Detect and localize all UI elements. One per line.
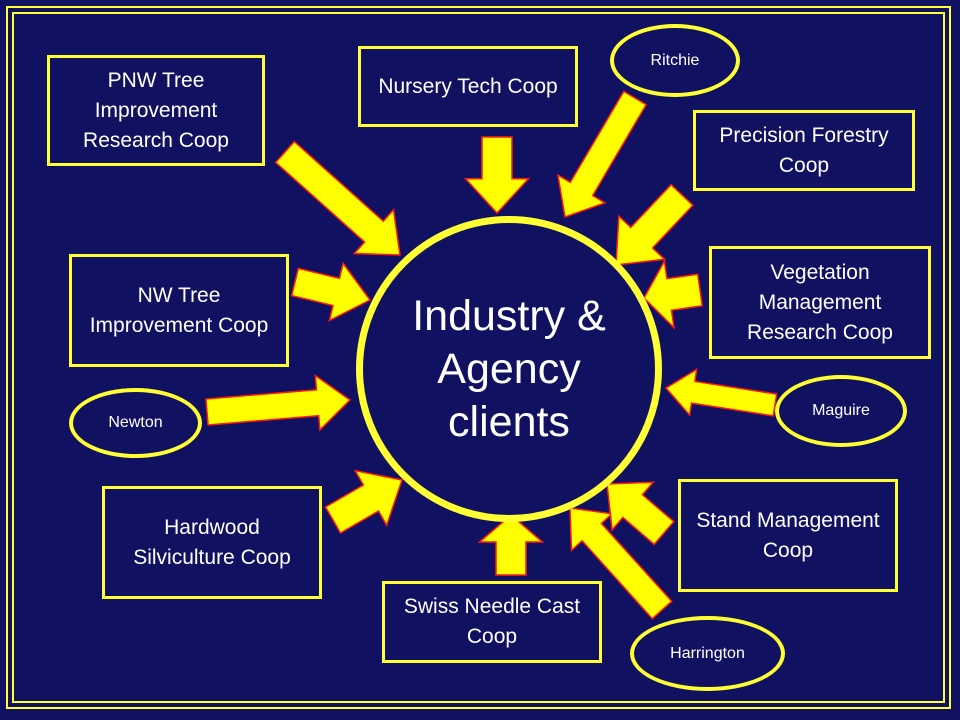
slide-frame-inner bbox=[12, 12, 945, 703]
newton-label: Newton bbox=[108, 414, 163, 431]
swiss-needle-cast-label: Swiss Needle Cast Coop bbox=[403, 595, 581, 648]
maguire-oval: Maguire bbox=[775, 375, 907, 447]
ritchie-oval: Ritchie bbox=[610, 24, 740, 97]
pnw-arrow bbox=[274, 140, 401, 256]
ritchie-arrow bbox=[556, 90, 648, 219]
harrington-oval: Harrington bbox=[630, 616, 785, 691]
ritchie-label: Ritchie bbox=[650, 51, 700, 69]
nw-tree-improvement-box: NW Tree Improvement Coop bbox=[69, 254, 289, 367]
nw-tree-improvement-label: NW Tree Improvement Coop bbox=[89, 283, 269, 337]
pnw-tree-improvement-label: PNW Tree Improvement Research Coop bbox=[83, 68, 229, 152]
stand-management-label: Stand Management Coop bbox=[696, 508, 880, 562]
industry-agency-clients-label: Industry & Agency clients bbox=[412, 291, 606, 446]
vegetation-management-label: Vegetation Management Research Coop bbox=[747, 260, 893, 344]
nursery-tech-box: Nursery Tech Coop bbox=[358, 46, 578, 127]
stand-arrow bbox=[606, 481, 675, 546]
harrington-arrow bbox=[569, 507, 673, 620]
nursery-tech-label: Nursery Tech Coop bbox=[378, 74, 558, 98]
maguire-arrow bbox=[664, 367, 778, 417]
precision-arrow bbox=[615, 183, 694, 266]
vegetation-management-box: Vegetation Management Research Coop bbox=[709, 246, 931, 359]
maguire-label: Maguire bbox=[812, 402, 870, 419]
vegetation-arrow bbox=[643, 258, 704, 330]
hardwood-silviculture-box: Hardwood Silviculture Coop bbox=[102, 486, 322, 599]
pnw-tree-improvement-box: PNW Tree Improvement Research Coop bbox=[47, 55, 265, 166]
nw-tree-arrow bbox=[290, 261, 372, 322]
hardwood-arrow bbox=[324, 469, 403, 535]
harrington-label: Harrington bbox=[670, 644, 745, 662]
precision-forestry-label: Precision Forestry Coop bbox=[719, 123, 889, 177]
swiss-arrow bbox=[477, 514, 545, 576]
precision-forestry-box: Precision Forestry Coop bbox=[693, 110, 915, 191]
newton-oval: Newton bbox=[69, 388, 202, 458]
nursery-arrow bbox=[463, 136, 531, 215]
stand-management-box: Stand Management Coop bbox=[678, 479, 898, 592]
hardwood-silviculture-label: Hardwood Silviculture Coop bbox=[133, 515, 291, 569]
slide-frame-outer bbox=[6, 6, 951, 709]
swiss-needle-cast-box: Swiss Needle Cast Coop bbox=[382, 581, 602, 663]
newton-arrow bbox=[205, 373, 352, 432]
industry-agency-clients-circle: Industry & Agency clients bbox=[356, 216, 662, 522]
